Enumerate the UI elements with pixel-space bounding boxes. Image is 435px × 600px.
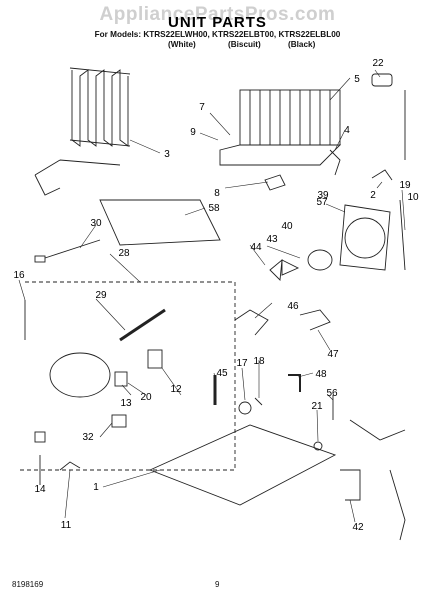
wire-harness-42 [340,419,406,541]
tubes-10 [399,90,406,271]
callout-22: 22 [372,58,384,69]
part-8-bracket [264,174,286,191]
callout-45: 45 [216,368,228,379]
variant-white: (White) [168,40,196,49]
callout-17: 17 [236,358,248,369]
condenser-coil [34,67,131,196]
callout-56: 56 [326,388,338,399]
compressor [49,352,111,398]
callout-11: 11 [61,520,72,531]
callout-12: 12 [170,384,182,395]
callout-19: 19 [399,180,411,191]
part-32-capacitor [111,414,127,428]
fan-shroud-40 [339,204,391,271]
callout-58: 58 [208,203,220,214]
part-14-grommet [34,431,46,443]
callout-labels: 1 2 3 4 5 7 8 9 10 11 12 13 14 16 17 18 … [13,58,419,533]
callout-57: 57 [316,197,328,208]
callout-40: 40 [281,221,293,232]
compressor-group-28 [20,281,236,471]
part-22-pad [371,73,393,87]
part-12-relay [147,349,163,369]
callout-14: 14 [34,484,46,495]
document-number: 8198169 [12,580,44,589]
callout-13: 13 [120,398,132,409]
callout-39: 39 [317,190,329,201]
callout-42: 42 [352,522,364,533]
callout-18: 18 [253,356,265,367]
callout-21: 21 [311,401,323,412]
callout-43: 43 [266,234,278,245]
variant-black: (Black) [288,40,316,49]
fan-blade-44 [269,258,300,281]
callout-48: 48 [315,369,327,380]
part-46 [234,309,269,336]
callout-28: 28 [118,248,130,259]
part-17-roller [238,401,252,415]
part-48 [288,374,301,392]
page-number: 9 [215,580,220,589]
part-29-drier [119,308,166,342]
callout-2: 2 [370,190,376,201]
callout-3: 3 [164,149,170,160]
part-18 [254,397,263,406]
callout-9: 9 [190,127,196,138]
variant-biscuit: (Biscuit) [228,40,261,49]
callout-32: 32 [82,432,94,443]
callout-8: 8 [214,188,220,199]
part-47 [299,309,331,331]
callout-7: 7 [199,102,205,113]
callout-5: 5 [354,74,360,85]
leader-lines [18,69,406,523]
callout-1: 1 [93,482,99,493]
callout-46: 46 [287,301,299,312]
part-30-probe [44,239,101,259]
watermark: AppliancePartsPros.com [99,4,336,25]
callout-4: 4 [344,125,350,136]
callout-29: 29 [95,290,107,301]
callout-16: 16 [13,270,25,281]
part-4-wire [329,149,341,176]
part-21-nut [313,441,323,451]
fan-motor-43 [307,249,333,271]
part-13-overload [114,371,128,387]
callout-47: 47 [327,349,339,360]
base-plate-1 [148,424,337,506]
part-2-connector [371,169,393,181]
models-line: For Models: KTRS22ELWH00, KTRS22ELBT00, … [94,30,341,39]
part-11 [59,461,81,471]
callout-44: 44 [250,242,262,253]
part-30-plug [34,255,46,263]
drain-pan-58 [99,199,221,246]
callout-30: 30 [90,218,102,229]
callout-10: 10 [407,192,419,203]
callout-20: 20 [140,392,152,403]
page-title: UNIT PARTS [168,14,267,31]
evaporator [219,89,342,166]
